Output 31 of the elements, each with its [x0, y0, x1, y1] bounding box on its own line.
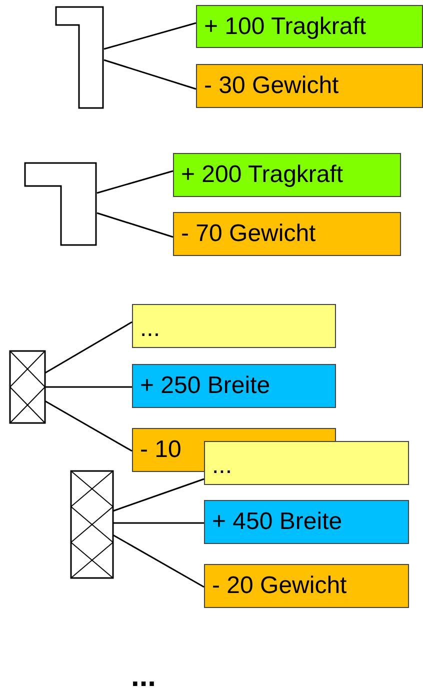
connector-line [104, 22, 196, 50]
connector-line [112, 534, 204, 588]
property-box [204, 564, 409, 608]
property-text: - 20 Gewicht [212, 574, 347, 598]
connector-line [112, 478, 204, 512]
property-text: ... [140, 317, 160, 341]
ellipsis-text: ... [131, 662, 156, 692]
property-box [196, 5, 423, 48]
property-box [196, 64, 423, 108]
property-text: - 30 Gewicht [204, 74, 339, 98]
connector-line [44, 321, 132, 374]
property-text: ... [212, 454, 232, 478]
connector-line [113, 522, 204, 524]
property-box [204, 500, 409, 544]
property-text: + 450 Breite [212, 510, 342, 534]
property-box [132, 304, 336, 348]
connector-line [45, 386, 132, 388]
connector-line [96, 170, 174, 194]
property-text: + 100 Tragkraft [204, 14, 366, 38]
connector-line [96, 212, 174, 238]
property-box [132, 364, 336, 408]
property-text: - 10 [140, 438, 182, 462]
property-box [173, 153, 401, 197]
property-box [132, 428, 205, 472]
property-text: - 70 Gewicht [181, 222, 316, 246]
property-box [204, 441, 409, 485]
property-text: + 250 Breite [140, 374, 270, 398]
connector-line [44, 400, 132, 452]
property-box [173, 212, 401, 256]
connector-line [104, 59, 196, 90]
property-text: + 200 Tragkraft [181, 163, 344, 187]
